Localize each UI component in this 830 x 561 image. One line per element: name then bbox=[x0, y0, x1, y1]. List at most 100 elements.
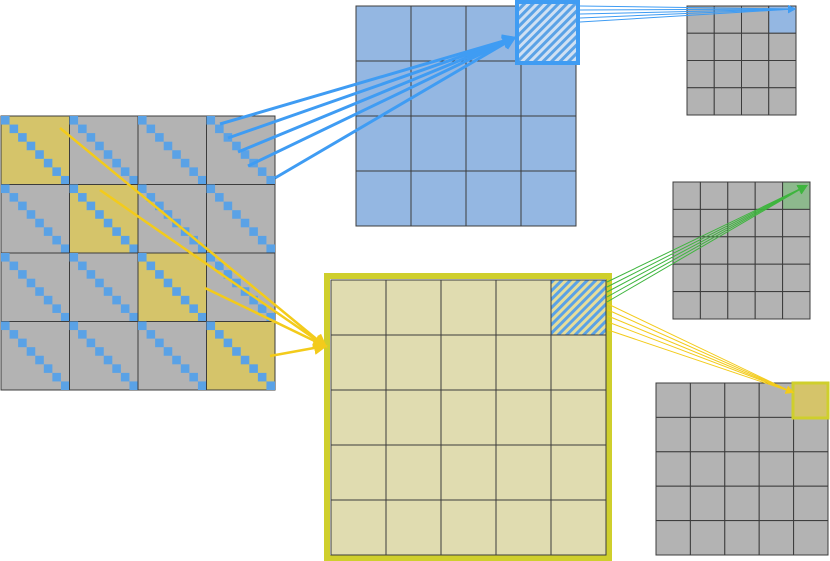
green-target-grid bbox=[672, 181, 811, 320]
input-diagonal-cell bbox=[197, 312, 207, 322]
input-diagonal-cell bbox=[86, 201, 96, 211]
yellow-target-grid-cell bbox=[724, 382, 760, 418]
blue-target-grid-cell bbox=[713, 60, 742, 89]
blue-target-grid-cell bbox=[768, 60, 797, 89]
input-diagonal-cell bbox=[52, 235, 61, 245]
yellow-target-grid-cell bbox=[689, 416, 726, 453]
green-arrow bbox=[606, 184, 808, 303]
green-target-grid-cell bbox=[754, 263, 784, 293]
blue-thin-arrow bbox=[579, 5, 796, 19]
input-diagonal-cell bbox=[180, 158, 190, 168]
input-diagonal-cell bbox=[266, 175, 275, 185]
green-arrow bbox=[606, 184, 808, 283]
blue-thin-arrow bbox=[579, 4, 796, 13]
green-target-grid-cell bbox=[782, 208, 811, 238]
yellow-target-grid-cell bbox=[689, 485, 726, 522]
input-diagonal-cell bbox=[172, 355, 181, 365]
yellow-matrix-cell bbox=[440, 499, 497, 556]
green-target-grid-cell bbox=[699, 291, 729, 320]
yellow-matrix-cell bbox=[330, 389, 387, 446]
yellow-matrix-cell bbox=[385, 499, 442, 556]
yellow-thin-arrow bbox=[607, 309, 794, 394]
blue-arrow bbox=[219, 34, 517, 126]
input-diagonal-cell bbox=[163, 347, 173, 356]
yellow-arrow bbox=[204, 286, 328, 348]
yellow-thin-arrow bbox=[607, 315, 794, 394]
input-diagonal-cell bbox=[197, 381, 207, 390]
yellow-matrix-cell bbox=[330, 279, 387, 336]
green-target-grid-cell bbox=[754, 291, 784, 320]
blue-matrix-hatched-cell bbox=[519, 4, 578, 63]
blue-matrix-cell bbox=[465, 170, 522, 227]
yellow-matrix-cell bbox=[440, 444, 497, 501]
input-diagonal-cell bbox=[1, 184, 10, 194]
input-diagonal-cell bbox=[257, 167, 267, 176]
input-diagonal-cell bbox=[215, 193, 224, 202]
input-diagonal-cell bbox=[163, 141, 173, 151]
blue-matrix bbox=[355, 5, 577, 227]
yellow-target-grid-cell bbox=[758, 451, 795, 487]
input-diagonal-cell bbox=[223, 201, 233, 211]
input-diagonal-cell bbox=[78, 330, 87, 339]
yellow-matrix-cell bbox=[495, 444, 552, 501]
green-arrow bbox=[606, 185, 808, 288]
green-target-grid-cell bbox=[782, 236, 811, 265]
input-diagonal-cell bbox=[215, 261, 224, 271]
yellow-matrix-cell bbox=[495, 499, 552, 556]
input-diagonal-cell bbox=[180, 364, 190, 373]
input-diagonal-cell bbox=[172, 287, 181, 296]
blue-target-grid-cell bbox=[686, 60, 715, 89]
blue-thin-arrow bbox=[579, 5, 796, 15]
input-diagonal-cell bbox=[163, 210, 173, 219]
input-diagonal-cell bbox=[78, 124, 87, 134]
green-target-grid-cell bbox=[782, 263, 811, 293]
input-diagonal-cell bbox=[120, 235, 130, 245]
input-diagonal-cell bbox=[103, 355, 113, 365]
green-target-grid-cell bbox=[727, 236, 756, 265]
yellow-target-grid bbox=[655, 382, 829, 556]
input-diagonal-cell bbox=[232, 347, 241, 356]
green-target-grid-cell bbox=[672, 181, 701, 210]
input-diagonal-cell bbox=[206, 116, 216, 125]
input-diagonal-cell bbox=[69, 321, 79, 331]
green-target-grid-cell bbox=[672, 208, 701, 238]
yellow-target-grid-cell bbox=[689, 382, 726, 418]
blue-matrix-cell bbox=[355, 5, 412, 62]
input-diagonal-cell bbox=[18, 201, 27, 211]
blue-target-grid-cell bbox=[713, 87, 742, 116]
blue-target-grid-cell bbox=[741, 87, 770, 116]
input-diagonal-cell bbox=[146, 193, 156, 202]
yellow-target-grid-cell bbox=[655, 520, 691, 556]
input-diagonal-cell bbox=[60, 381, 70, 390]
yellow-matrix-cell bbox=[330, 334, 387, 391]
input-diagonal-cell bbox=[129, 381, 138, 390]
input-diagonal-cell bbox=[18, 270, 27, 279]
input-diagonal-cell bbox=[189, 372, 198, 382]
input-diagonal-cell bbox=[35, 150, 44, 159]
yellow-thin-arrow bbox=[607, 329, 794, 394]
input-diagonal-cell bbox=[26, 210, 36, 219]
input-diagonal-cell bbox=[112, 158, 121, 168]
yellow-target-grid-cell bbox=[655, 485, 691, 522]
yellow-target-grid-cell bbox=[758, 382, 795, 418]
input-diagonal-cell bbox=[172, 150, 181, 159]
yellow-target-grid-cell bbox=[793, 451, 829, 487]
input-diagonal-cell bbox=[86, 338, 96, 348]
input-diagonal-cell bbox=[52, 167, 61, 176]
green-target-grid-cell bbox=[727, 291, 756, 320]
yellow-matrix-cell bbox=[495, 389, 552, 446]
input-diagonal-cell bbox=[86, 133, 96, 142]
input-diagonal-cell bbox=[69, 184, 79, 194]
green-target-grid-cell bbox=[782, 291, 811, 320]
input-diagonal-cell bbox=[26, 141, 36, 151]
blue-thin-arrow bbox=[579, 5, 796, 23]
input-diagonal-cell bbox=[69, 116, 79, 125]
green-target-grid-cell bbox=[672, 291, 701, 320]
yellow-matrix-cell bbox=[550, 389, 607, 446]
input-diagonal-cell bbox=[180, 295, 190, 305]
green-target-grid-cell bbox=[727, 263, 756, 293]
yellow-matrix-cell bbox=[440, 279, 497, 336]
blue-matrix-cell bbox=[410, 170, 467, 227]
input-diagonal-cell bbox=[35, 218, 44, 228]
